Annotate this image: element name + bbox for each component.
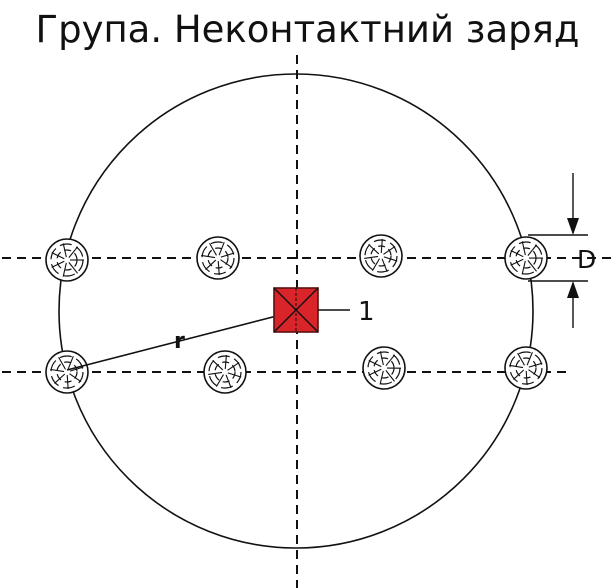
blast-hole-top-3 bbox=[359, 234, 403, 278]
charge-number-label: 1 bbox=[358, 297, 375, 327]
radius-label: r bbox=[174, 329, 185, 354]
diameter-dimension bbox=[528, 173, 588, 328]
blast-hole-top-2 bbox=[196, 236, 240, 280]
blast-hole-bottom-2 bbox=[203, 350, 247, 394]
blast-hole-top-4 bbox=[504, 236, 548, 280]
radius-line bbox=[66, 310, 297, 371]
blast-hole-bottom-3 bbox=[362, 346, 406, 390]
diameter-label: D bbox=[577, 245, 596, 274]
blast-hole-bottom-1 bbox=[45, 350, 89, 394]
blast-hole-top-1 bbox=[45, 238, 89, 282]
charge-marker-square bbox=[273, 287, 319, 333]
hole-group bbox=[45, 234, 548, 394]
diagram-title: Група. Неконтактний заряд bbox=[35, 8, 580, 51]
blast-hole-bottom-4 bbox=[504, 346, 548, 390]
